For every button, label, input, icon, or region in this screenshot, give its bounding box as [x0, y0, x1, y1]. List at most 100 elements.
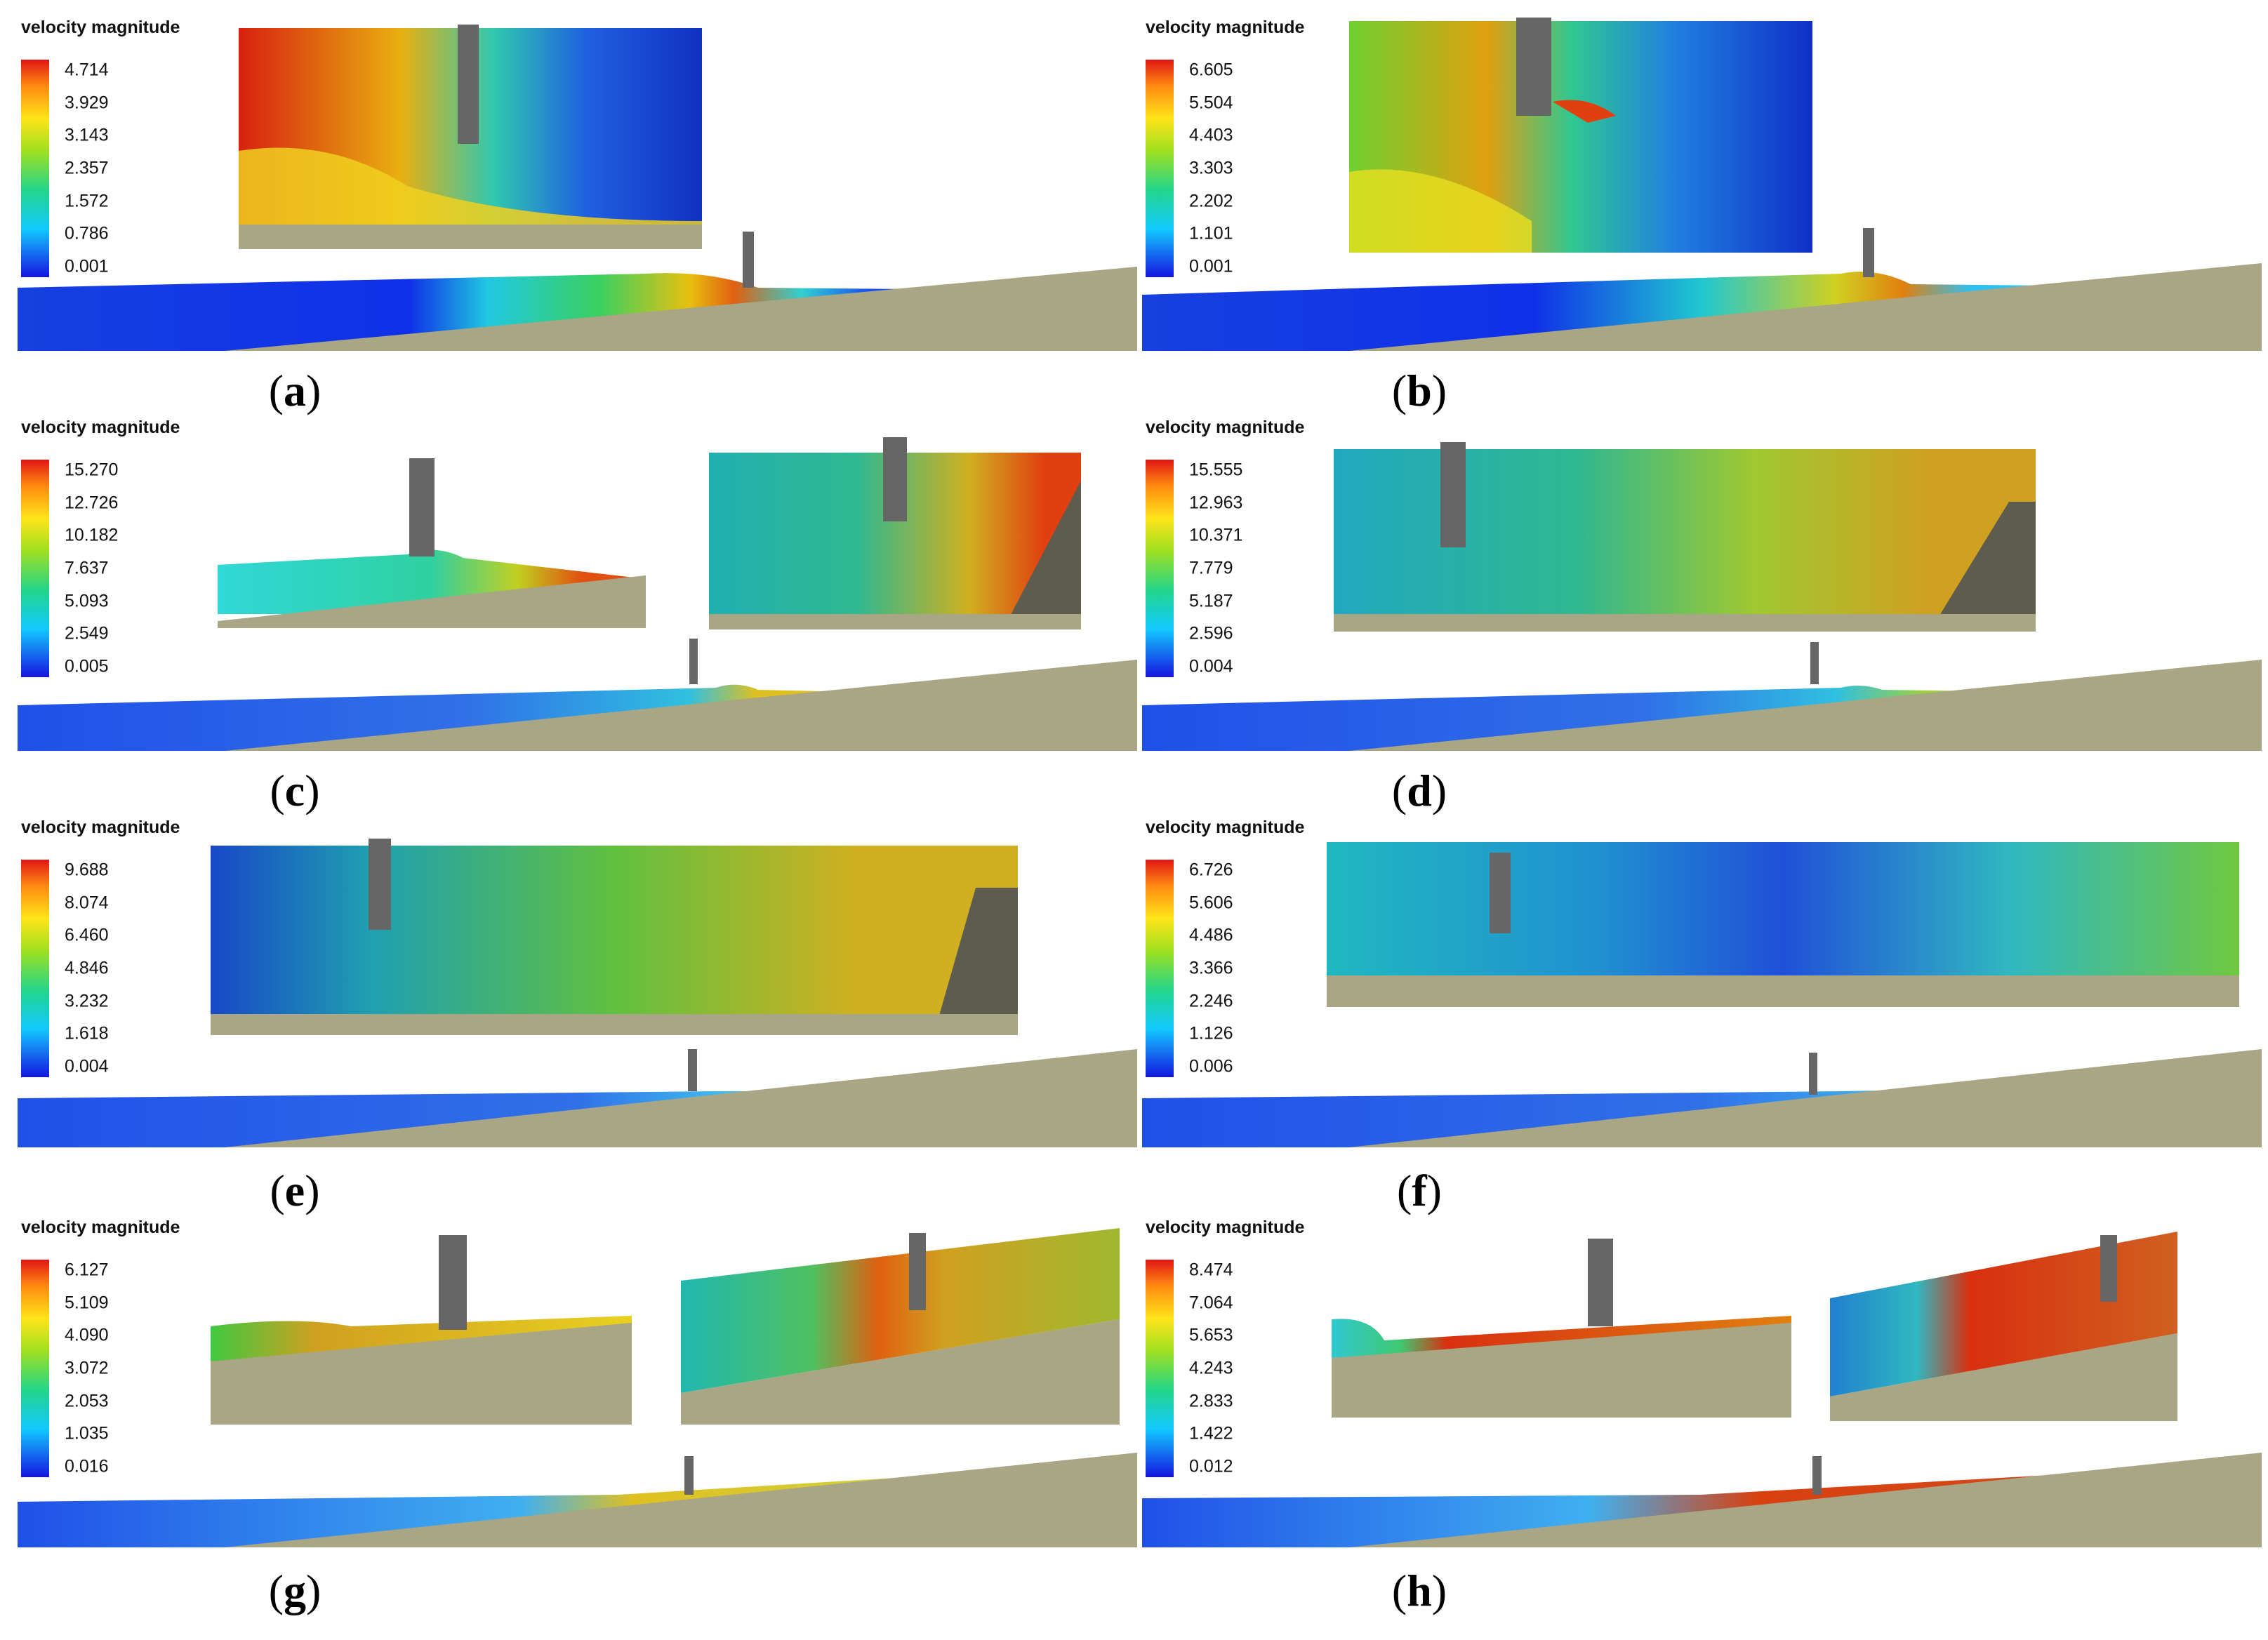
- colorbar-tick-min: 0.005: [65, 656, 109, 676]
- inset-water: [1327, 842, 2239, 989]
- beach-slope: [225, 267, 1137, 351]
- colorbar-tick: 3.366: [1189, 958, 1233, 978]
- colorbar-tick: 2.833: [1189, 1391, 1233, 1411]
- flow-scene: [18, 839, 1137, 1147]
- panel-f: velocity magnitude 6.726 5.606 4.486 3.3…: [1139, 811, 2262, 1220]
- beach-slope: [1349, 263, 2262, 351]
- inset-ground: [709, 614, 1081, 629]
- panel-caption: (g): [268, 1566, 321, 1615]
- inset-ground: [218, 575, 646, 628]
- colorbar-tick: 12.963: [1189, 493, 1243, 513]
- pile: [458, 25, 479, 144]
- inset-water: [211, 1316, 632, 1361]
- colorbar-tick: 2.596: [1189, 623, 1233, 644]
- colorbar-tick: 1.101: [1189, 223, 1233, 244]
- colorbar: [21, 60, 49, 277]
- colorbar-tick: 3.929: [65, 93, 109, 113]
- colorbar-tick: 2.053: [65, 1391, 109, 1411]
- colorbar-tick-max: 6.127: [65, 1260, 109, 1280]
- colorbar-tick: 8.074: [65, 893, 109, 913]
- panel-caption: (b): [1391, 366, 1447, 415]
- beach-slope: [1349, 1453, 2262, 1547]
- inset-ground: [211, 1323, 632, 1425]
- colorbar-tick: 5.109: [65, 1293, 109, 1313]
- colorbar: [1146, 60, 1174, 277]
- colorbar-tick: 1.572: [65, 191, 109, 211]
- panel-e: velocity magnitude 9.688 8.074 6.460 4.8…: [14, 811, 1137, 1220]
- inset-ground: [239, 225, 702, 249]
- colorbar-tick: 3.072: [65, 1358, 109, 1378]
- colorbar: [1146, 1260, 1174, 1477]
- colorbar-tick: 3.303: [1189, 158, 1233, 178]
- beach-slope: [1349, 1049, 2262, 1147]
- legend-title: velocity magnitude: [21, 18, 180, 37]
- colorbar-tick: 2.202: [1189, 191, 1233, 211]
- flow-scene: [18, 1228, 1137, 1547]
- inset-ground: [681, 1319, 1120, 1425]
- colorbar-tick-max: 4.714: [65, 60, 109, 80]
- pile: [1863, 228, 1874, 277]
- colorbar-tick-min: 0.004: [1189, 656, 1233, 676]
- colorbar-tick: 5.504: [1189, 93, 1233, 113]
- colorbar-tick-min: 0.006: [1189, 1056, 1233, 1076]
- flow-scene: [1142, 1232, 2262, 1547]
- colorbar: [1146, 860, 1174, 1077]
- flow-scene: [18, 25, 1137, 351]
- pile: [743, 232, 754, 288]
- panel-a: velocity magnitude 4.714 3.929 3.143 2.3…: [14, 11, 1137, 420]
- legend-title: velocity magnitude: [1146, 18, 1305, 37]
- colorbar-tick: 3.143: [65, 125, 109, 145]
- legend-title: velocity magnitude: [21, 1218, 180, 1237]
- pile: [1812, 1456, 1822, 1495]
- inset-ground: [1332, 1323, 1791, 1418]
- flow-scene: [1142, 18, 2262, 351]
- panel-caption: (a): [268, 366, 321, 415]
- panel-b: velocity magnitude 6.605 5.504 4.403 3.3…: [1139, 11, 2262, 420]
- pile: [439, 1235, 467, 1330]
- pile: [689, 639, 698, 684]
- pile: [1809, 1053, 1817, 1095]
- pile: [1490, 853, 1511, 933]
- legend-title: velocity magnitude: [1146, 818, 1305, 837]
- colorbar-tick: 5.093: [65, 591, 109, 611]
- colorbar-tick-min: 0.001: [1189, 256, 1233, 276]
- colorbar-tick: 0.786: [65, 223, 109, 244]
- colorbar-tick: 1.126: [1189, 1023, 1233, 1044]
- colorbar-tick: 7.064: [1189, 1293, 1233, 1313]
- colorbar-tick-min: 0.001: [65, 256, 109, 276]
- inset-ground: [1327, 975, 2239, 1007]
- flow-scene: [1142, 842, 2262, 1147]
- panel-caption: (d): [1391, 766, 1447, 815]
- colorbar-tick: 12.726: [65, 493, 119, 513]
- pile: [883, 437, 907, 521]
- colorbar: [21, 860, 49, 1077]
- pile: [1440, 442, 1466, 547]
- panel-g: velocity magnitude 6.127 5.109 4.090 3.0…: [14, 1211, 1137, 1620]
- colorbar-tick: 7.779: [1189, 558, 1233, 578]
- colorbar: [21, 1260, 49, 1477]
- colorbar-tick: 2.357: [65, 158, 109, 178]
- colorbar-tick: 5.606: [1189, 893, 1233, 913]
- colorbar-tick-max: 6.726: [1189, 860, 1233, 880]
- colorbar-tick: 4.846: [65, 958, 109, 978]
- panel-c: velocity magnitude 15.270 12.726 10.182 …: [14, 411, 1137, 820]
- legend-title: velocity magnitude: [21, 418, 180, 437]
- colorbar-tick: 10.371: [1189, 525, 1243, 545]
- beach-slope: [225, 1453, 1137, 1547]
- colorbar-tick-min: 0.016: [65, 1456, 109, 1476]
- beach-slope: [225, 660, 1137, 751]
- colorbar-tick-max: 6.605: [1189, 60, 1233, 80]
- inset-water: [1334, 449, 2036, 625]
- beach-slope: [1349, 660, 2262, 751]
- inset-ground: [1334, 614, 2036, 632]
- colorbar-tick: 5.653: [1189, 1325, 1233, 1345]
- colorbar-tick-min: 0.012: [1189, 1456, 1233, 1476]
- pile: [369, 839, 391, 930]
- colorbar-tick: 1.035: [65, 1423, 109, 1444]
- colorbar-tick: 4.403: [1189, 125, 1233, 145]
- colorbar: [21, 460, 49, 677]
- colorbar-tick: 6.460: [65, 925, 109, 945]
- colorbar-tick: 2.246: [1189, 991, 1233, 1011]
- colorbar-tick: 5.187: [1189, 591, 1233, 611]
- inset-water: [1332, 1316, 1791, 1358]
